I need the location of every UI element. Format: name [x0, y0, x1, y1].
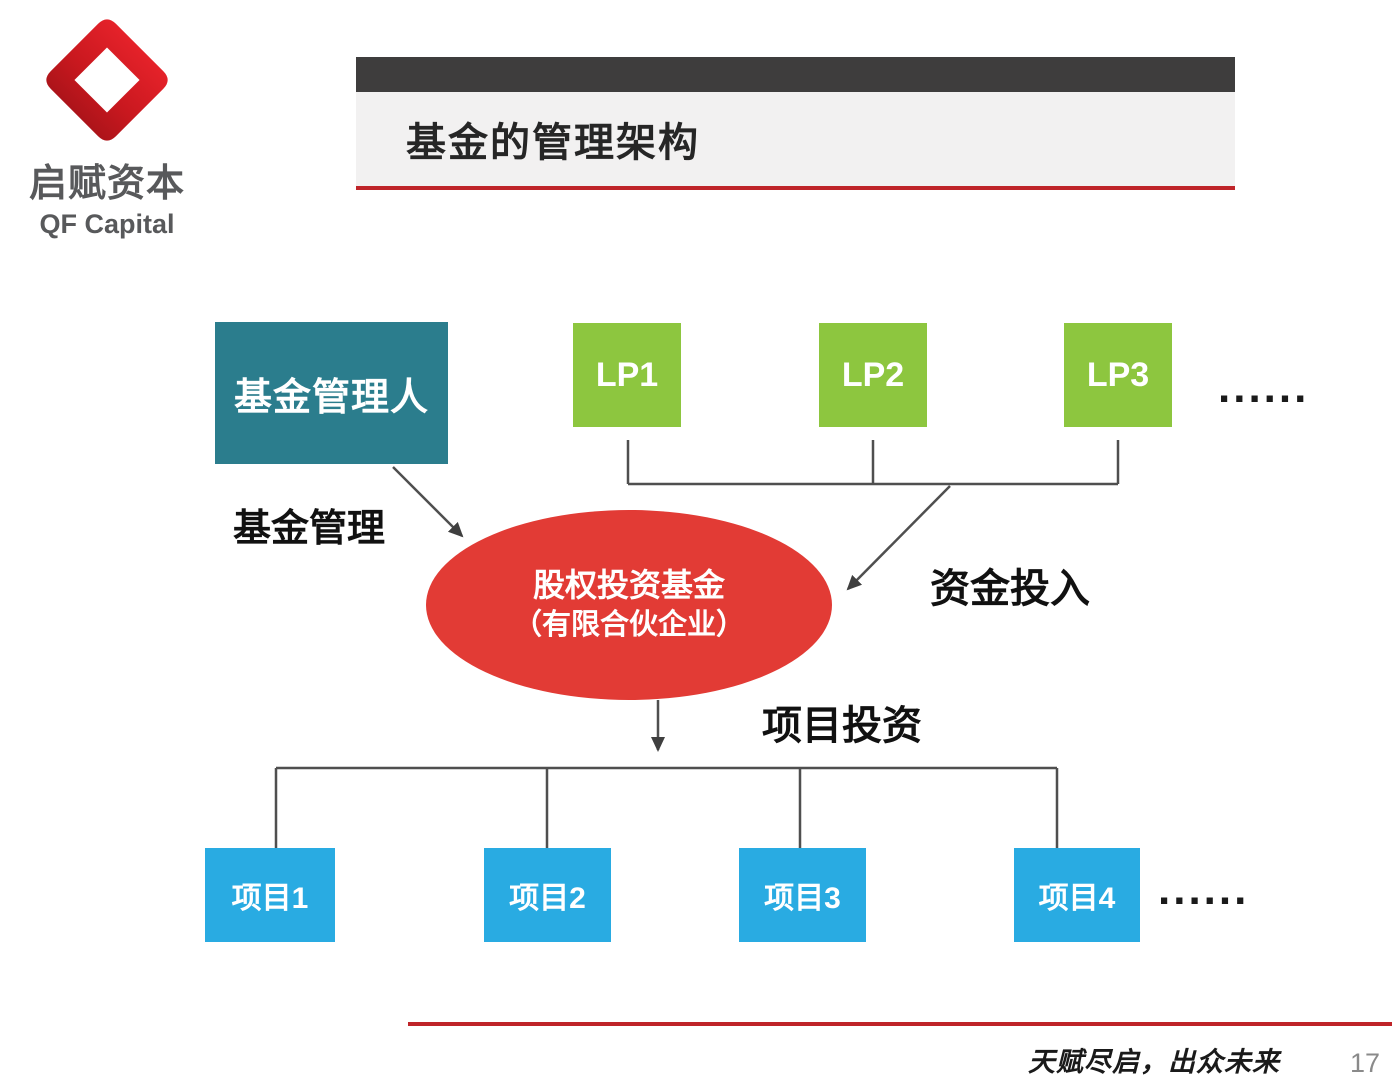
project3-label: 项目3 [764, 882, 841, 915]
footer-motto: 天赋尽启，出众未来 [1028, 1047, 1280, 1077]
fund-manager-label: 基金管理人 [233, 376, 429, 419]
company-logo: 启赋资本 QF Capital [22, 6, 192, 240]
project-ellipsis: ...... [1158, 864, 1250, 914]
title-banner: 基金的管理架构 [356, 92, 1235, 186]
node-project4: 项目4 [1014, 848, 1140, 942]
lp1-label: LP1 [595, 355, 659, 394]
title-red-rule [356, 186, 1235, 190]
node-lp2: LP2 [819, 323, 927, 427]
footer-red-rule [408, 1022, 1392, 1026]
company-name-cn: 启赋资本 [28, 163, 185, 205]
fund-type: （有限合伙企业） [512, 608, 745, 641]
lp2-label: LP2 [841, 355, 905, 394]
lp-ellipsis: ...... [1218, 362, 1310, 412]
node-lp1: LP1 [573, 323, 681, 427]
fund-name: 股权投资基金 [532, 567, 725, 604]
node-fund-manager: 基金管理人 [215, 322, 448, 464]
label-capital-in: 资金投入 [930, 567, 1090, 611]
lp3-label: LP3 [1086, 355, 1150, 394]
company-name-en: QF Capital [39, 209, 175, 239]
label-project-invest: 项目投资 [762, 704, 922, 748]
edge-manage-arrow [392, 466, 464, 538]
project4-label: 项目4 [1038, 882, 1116, 915]
node-lp3: LP3 [1064, 323, 1172, 427]
label-fund-manage: 基金管理 [233, 508, 386, 550]
project2-label: 项目2 [509, 882, 586, 915]
slide-title: 基金的管理架构 [406, 121, 700, 165]
node-project1: 项目1 [205, 848, 335, 942]
diamond-logo-icon [46, 19, 168, 141]
title-dark-bar [356, 57, 1235, 92]
node-project3: 项目3 [739, 848, 866, 942]
page-number: 17 [1350, 1048, 1381, 1078]
node-fund-ellipse: 股权投资基金 （有限合伙企业） [426, 510, 832, 700]
node-project2: 项目2 [484, 848, 611, 942]
project1-label: 项目1 [231, 882, 309, 915]
